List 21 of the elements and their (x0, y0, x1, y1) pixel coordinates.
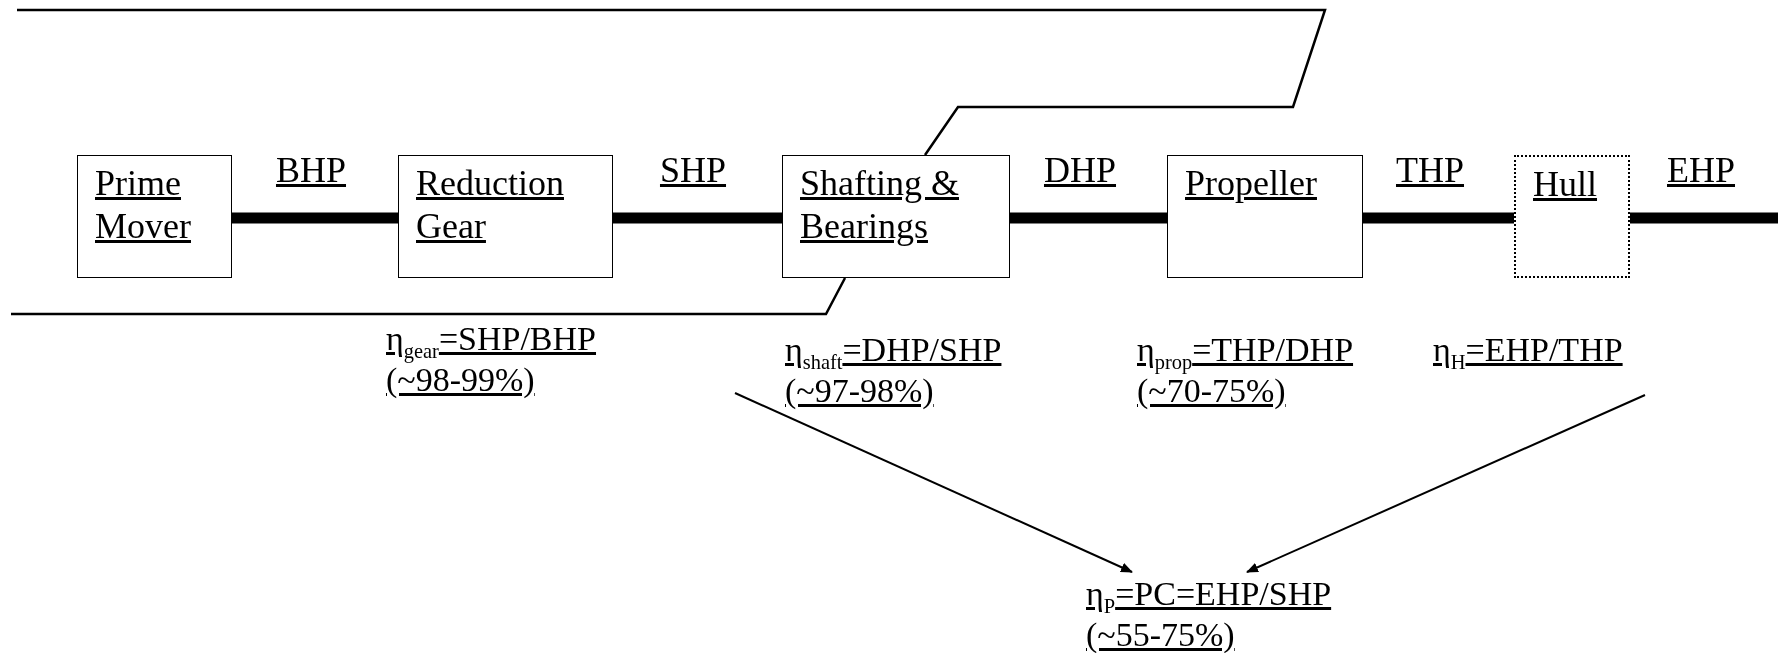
power-line (1630, 212, 1778, 224)
edge-label: EHP (1667, 151, 1735, 191)
power-line (1363, 212, 1514, 224)
power-line (232, 212, 398, 224)
arrow (734, 392, 1133, 573)
arrow (1246, 394, 1646, 573)
formula-text: η$_{shaft}$=DHP/SHP (~97-98%) (785, 332, 1001, 409)
dotted-box: Hull (1514, 155, 1630, 278)
edge-label: THP (1396, 151, 1464, 191)
edge-label: SHP (660, 151, 726, 191)
process-box: Shafting & Bearings (782, 155, 1010, 278)
power-line (1010, 212, 1167, 224)
formula-text: η$_{gear}$=SHP/BHP (~98-99%) (386, 321, 595, 398)
process-box: Propeller (1167, 155, 1363, 278)
formula-text: η$_{prop}$=THP/DHP (~70-75%) (1137, 332, 1352, 409)
process-box: Prime Mover (77, 155, 232, 278)
process-box: Reduction Gear (398, 155, 613, 278)
edge-label: BHP (276, 151, 346, 191)
formula-text: η$_{H}$=EHP/THP (1433, 332, 1623, 374)
edge-label: DHP (1044, 151, 1116, 191)
power-line (613, 212, 782, 224)
